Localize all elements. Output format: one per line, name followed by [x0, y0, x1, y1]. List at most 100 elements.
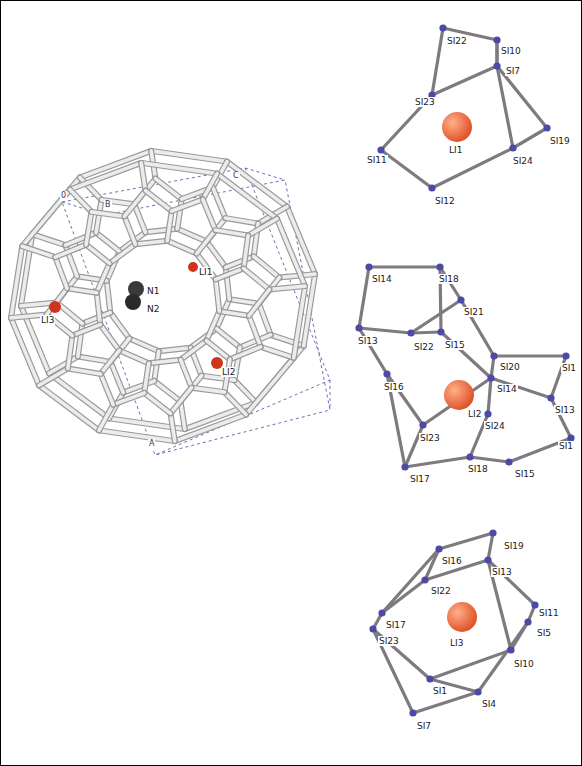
si-atom [509, 144, 516, 151]
framework-bond [159, 348, 191, 352]
framework-bond [70, 189, 92, 211]
framework-bond [68, 336, 72, 369]
framework-bond [47, 288, 67, 314]
framework-bond [86, 245, 109, 264]
si-atom [383, 370, 390, 377]
si-atom [490, 352, 497, 359]
framework-bond [167, 211, 171, 241]
framework-bond [99, 405, 113, 431]
atom-label: SI11 [366, 155, 388, 165]
framework-bond [70, 163, 141, 190]
si-clusters [355, 24, 574, 716]
framework-bond [39, 368, 68, 385]
framework-bond [167, 241, 196, 254]
si-bond [359, 328, 387, 374]
framework-bond [11, 318, 39, 385]
atom-label: SI1 [432, 686, 448, 696]
atom-label: SI11 [538, 608, 560, 618]
framework-bond [287, 207, 315, 274]
si-bond [373, 629, 413, 713]
si-atom [419, 421, 426, 428]
framework-bond [39, 368, 68, 385]
framework-bond [177, 229, 206, 242]
si-bond [373, 629, 430, 679]
framework-bond [246, 358, 294, 415]
atom-label: SI19 [549, 136, 571, 146]
atom-label: SI1 [561, 363, 577, 373]
framework-bond [259, 304, 271, 335]
atom-label: SI1 [558, 441, 574, 451]
framework-bond [177, 199, 181, 229]
framework-bond [167, 211, 171, 241]
framework-bond [197, 230, 216, 253]
framework-bond [86, 245, 109, 264]
framework-bond [141, 163, 145, 191]
framework-bond [123, 381, 154, 393]
framework-bond [22, 246, 55, 257]
framework-bond [244, 236, 248, 269]
framework-bond [219, 311, 249, 315]
framework-bond [119, 350, 148, 363]
li-atom [447, 602, 477, 632]
si-bond [359, 328, 411, 333]
framework-bond [86, 212, 91, 245]
atom-label: SI16 [383, 382, 405, 392]
atom-label: SI5 [536, 628, 552, 638]
framework-bond [224, 392, 246, 414]
si-bond [497, 66, 547, 128]
framework-bond [197, 254, 216, 280]
framework-bond [96, 233, 119, 252]
framework-bond [97, 293, 101, 325]
framework [11, 151, 315, 441]
si-atom [437, 328, 444, 335]
framework-bond [225, 218, 258, 223]
framework-bond [134, 204, 145, 232]
framework-bond [215, 230, 248, 235]
si-atom [407, 329, 414, 336]
framework-bond [151, 151, 227, 162]
framework-bond [111, 362, 124, 393]
framework-bond [141, 163, 217, 174]
framework-bond [207, 242, 226, 268]
si-atom [474, 688, 481, 695]
framework-bond [32, 234, 65, 245]
framework-bond [180, 401, 184, 429]
framework-bond [230, 347, 261, 360]
atom-label: SI15 [514, 469, 536, 479]
atom-label: SI22 [430, 586, 452, 596]
si-bond [488, 378, 491, 414]
framework-bond [113, 393, 144, 405]
framework-bond [213, 187, 226, 218]
framework-bond [175, 415, 246, 442]
framework-bond [129, 338, 158, 351]
framework-bond [192, 388, 225, 392]
atom-label: N2 [146, 304, 160, 314]
li-atom [442, 112, 472, 142]
atom-label: SI13 [554, 405, 576, 415]
framework-bond [97, 263, 110, 292]
si-atom [547, 394, 554, 401]
framework-bond [226, 256, 254, 267]
framework-bond [244, 236, 248, 269]
framework-bond [154, 351, 158, 381]
si-bond [411, 300, 461, 333]
si-atom [401, 463, 408, 470]
n-atom [125, 294, 141, 310]
framework-bond [181, 341, 207, 360]
si-atom [484, 410, 491, 417]
framework-bond [119, 350, 148, 363]
framework-bond [177, 199, 181, 229]
framework-bond [206, 341, 229, 360]
framework-bond [101, 374, 114, 405]
framework-bond [225, 218, 258, 223]
framework-bond [110, 313, 129, 339]
si-atom [426, 675, 433, 682]
framework-bond [249, 290, 269, 316]
si-atom [466, 453, 473, 460]
framework-bond [100, 325, 119, 351]
framework-bond [55, 257, 67, 288]
framework-bond [181, 360, 192, 388]
framework-bond [192, 388, 225, 392]
framework-bond [39, 385, 99, 430]
framework-bond [107, 281, 111, 313]
